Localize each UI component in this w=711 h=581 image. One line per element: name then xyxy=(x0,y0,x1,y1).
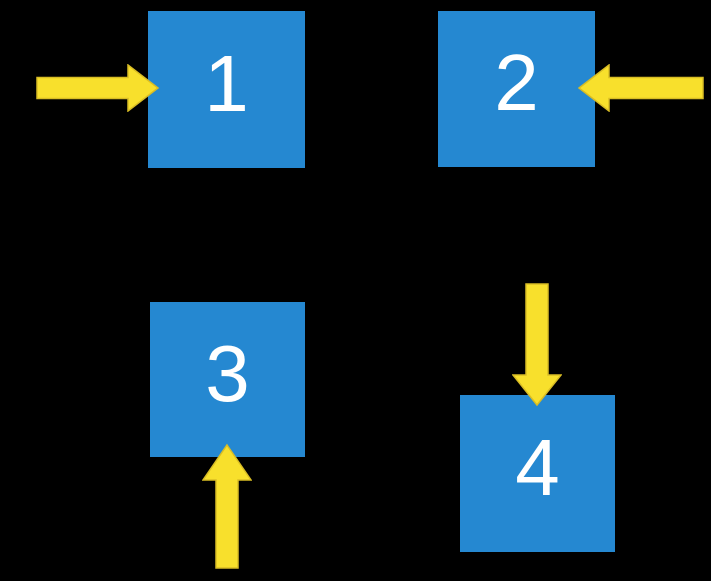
box-3: 3 xyxy=(150,302,305,457)
box-4-label: 4 xyxy=(515,422,560,512)
down-arrow-icon xyxy=(512,283,562,407)
box-1: 1 xyxy=(148,11,305,168)
arrow-into-box-1 xyxy=(36,64,160,112)
up-arrow-icon xyxy=(202,443,252,569)
box-2: 2 xyxy=(438,11,595,167)
left-arrow-icon xyxy=(577,64,704,112)
arrow-into-box-4 xyxy=(512,283,562,407)
right-arrow-icon xyxy=(36,64,160,112)
arrow-into-box-2 xyxy=(577,64,704,112)
box-1-label: 1 xyxy=(204,38,249,128)
box-2-label: 2 xyxy=(494,38,539,127)
arrow-into-box-3 xyxy=(202,443,252,569)
box-4: 4 xyxy=(460,395,615,552)
box-3-label: 3 xyxy=(205,328,250,418)
